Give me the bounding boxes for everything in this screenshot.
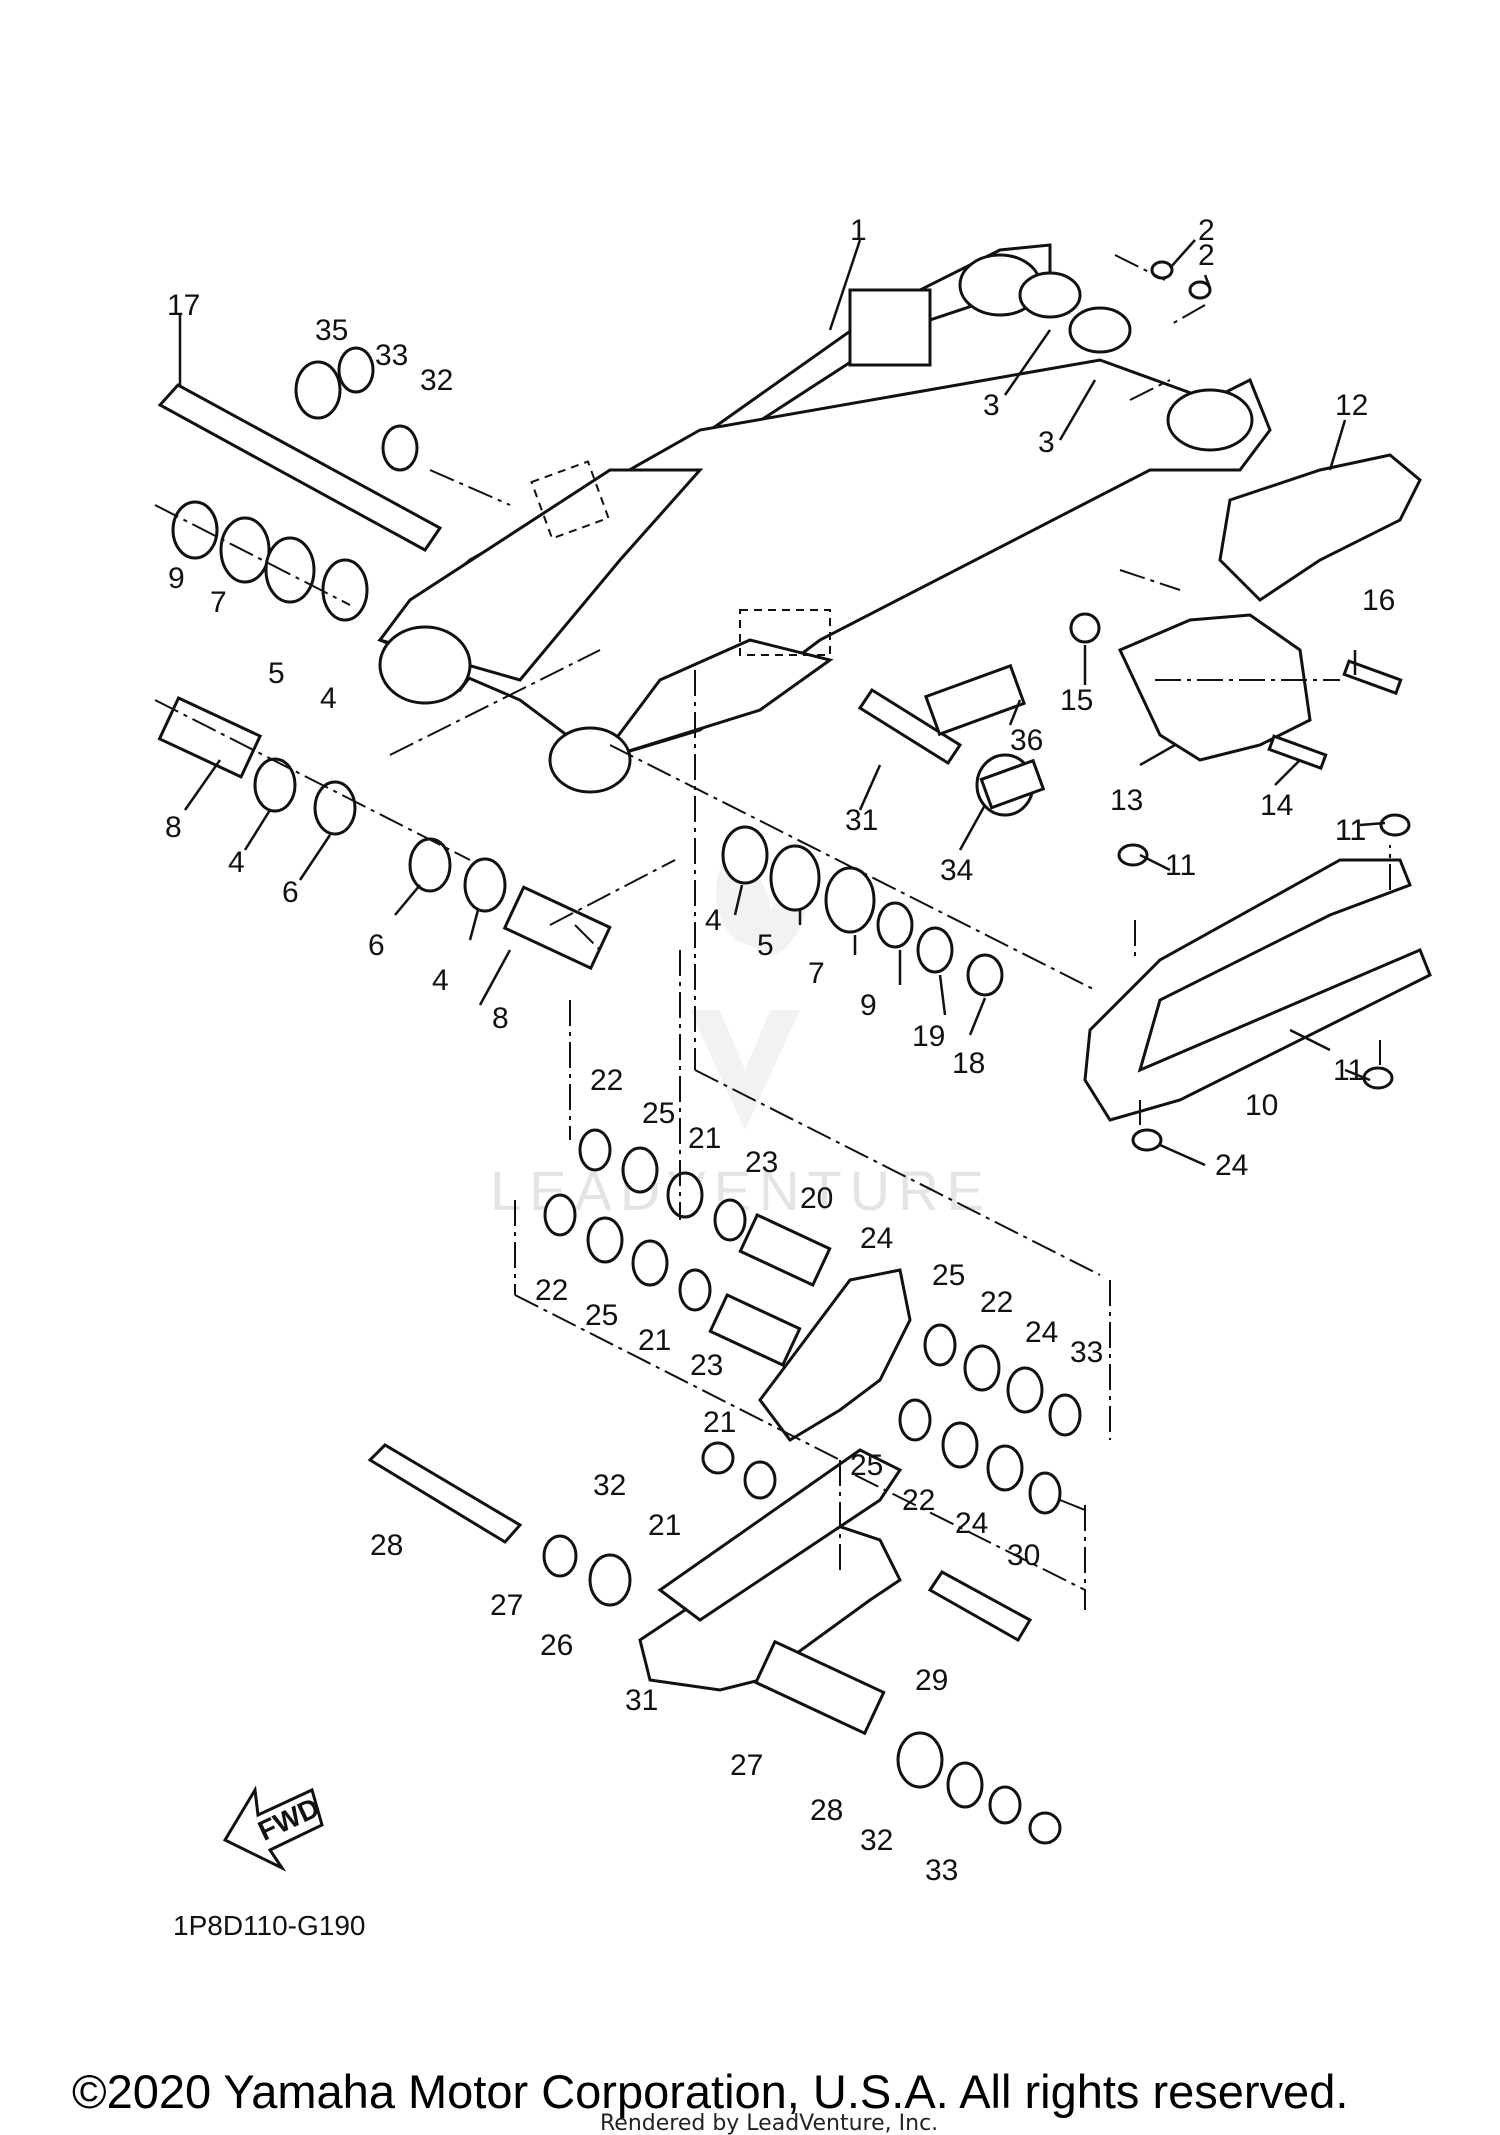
callout-number: 36 bbox=[1010, 724, 1043, 757]
fwd-arrow-icon: FWD bbox=[222, 1785, 324, 1872]
callout-number: 11 bbox=[1335, 814, 1366, 847]
callout-number: 24 bbox=[860, 1222, 893, 1255]
callout-number: 21 bbox=[648, 1509, 681, 1542]
relay-arm bbox=[758, 1268, 912, 1442]
rings bbox=[171, 346, 1101, 1845]
callout-number: 25 bbox=[585, 1299, 618, 1332]
collar-8-lower bbox=[502, 885, 612, 971]
callout-number: 5 bbox=[268, 657, 285, 690]
callout-number: 33 bbox=[1070, 1336, 1103, 1369]
callout-number: 22 bbox=[535, 1274, 568, 1307]
bolt-31-upper bbox=[857, 687, 963, 766]
callout-number: 10 bbox=[1245, 1089, 1278, 1122]
callout-number: 25 bbox=[932, 1259, 965, 1292]
callout-number: 26 bbox=[540, 1629, 573, 1662]
callout-number: 18 bbox=[952, 1047, 985, 1080]
callout-number: 19 bbox=[912, 1020, 945, 1053]
diagram-code: 1P8D110-G190 bbox=[173, 1910, 366, 1941]
callout-number: 3 bbox=[1038, 426, 1055, 459]
callout-number: 4 bbox=[320, 682, 337, 715]
callout-number: 2 bbox=[1198, 239, 1215, 272]
callout-number: 24 bbox=[1215, 1149, 1248, 1182]
callout-number: 22 bbox=[590, 1064, 623, 1097]
callout-number: 4 bbox=[228, 846, 245, 879]
callout-number: 23 bbox=[690, 1349, 723, 1382]
callout-number: 15 bbox=[1060, 684, 1093, 717]
chain-support bbox=[1218, 453, 1422, 602]
callout-number: 28 bbox=[370, 1529, 403, 1562]
callout-number: 11 bbox=[1165, 849, 1196, 882]
callout-number: 32 bbox=[420, 364, 453, 397]
callout-number: 21 bbox=[703, 1406, 736, 1439]
callout-number: 33 bbox=[925, 1854, 958, 1887]
callout-number: 9 bbox=[168, 562, 185, 595]
callout-number: 24 bbox=[1025, 1316, 1058, 1349]
callout-number: 21 bbox=[688, 1122, 721, 1155]
callout-number: 27 bbox=[490, 1589, 523, 1622]
callout-number: 17 bbox=[167, 289, 200, 322]
callout-number: 31 bbox=[845, 804, 878, 837]
reference-lines bbox=[154, 254, 1391, 1610]
callout-number: 8 bbox=[492, 1002, 509, 1035]
callout-number: 24 bbox=[955, 1507, 988, 1540]
swingarm bbox=[377, 243, 1272, 794]
callout-number: 27 bbox=[730, 1749, 763, 1782]
callout-number: 30 bbox=[1007, 1539, 1040, 1572]
callout-number: 6 bbox=[368, 929, 385, 962]
collar-29 bbox=[753, 1639, 886, 1736]
callout-number: 5 bbox=[757, 929, 774, 962]
callout-number: 13 bbox=[1110, 784, 1143, 817]
callout-number: 1 bbox=[850, 214, 867, 247]
callout-number: 35 bbox=[315, 314, 348, 347]
small-fasteners bbox=[923, 260, 1411, 1152]
callout-number: 7 bbox=[808, 957, 825, 990]
callout-number: 33 bbox=[375, 339, 408, 372]
callout-number: 29 bbox=[915, 1664, 948, 1697]
callout-number: 20 bbox=[800, 1182, 833, 1215]
copyright-notice: ©2020 Yamaha Motor Corporation, U.S.A. A… bbox=[72, 2065, 1348, 2118]
callout-number: 2 bbox=[1198, 214, 1215, 247]
callout-number: 11 bbox=[1335, 814, 1366, 847]
callout-number: 22 bbox=[902, 1484, 935, 1517]
chain-slider bbox=[1083, 858, 1432, 1122]
callout-number: 4 bbox=[705, 904, 722, 937]
bolt-31-lower bbox=[927, 1570, 1033, 1643]
callout-number: 7 bbox=[210, 586, 227, 619]
callout-number: 12 bbox=[1335, 389, 1368, 422]
callout-number: 32 bbox=[860, 1824, 893, 1857]
callout-number: 32 bbox=[593, 1469, 626, 1502]
callout-number: 11 bbox=[1333, 1054, 1364, 1087]
callout-number: 25 bbox=[642, 1097, 675, 1130]
callout-number: 21 bbox=[638, 1324, 671, 1357]
callout-number: 23 bbox=[745, 1146, 778, 1179]
collar-23-lower bbox=[708, 1292, 802, 1368]
chain-guide bbox=[1117, 613, 1312, 762]
callout-number: 22 bbox=[980, 1286, 1013, 1319]
callout-number: 25 bbox=[850, 1449, 883, 1482]
leader-lines bbox=[178, 239, 1386, 1167]
callout-number: 9 bbox=[860, 989, 877, 1022]
callout-number: 4 bbox=[432, 964, 449, 997]
callout-number: 16 bbox=[1362, 584, 1395, 617]
pivot-shaft bbox=[157, 383, 443, 552]
callout-number: 14 bbox=[1260, 789, 1293, 822]
collar-23-upper bbox=[738, 1212, 832, 1288]
callout-number: 28 bbox=[810, 1794, 843, 1827]
collar-8-upper bbox=[157, 696, 263, 779]
callout-number: 3 bbox=[983, 389, 1000, 422]
callout-number: 34 bbox=[940, 854, 973, 887]
rendered-by-credit: Rendered by LeadVenture, Inc. bbox=[600, 2111, 938, 2135]
bolt-30 bbox=[367, 1443, 523, 1544]
callout-number: 6 bbox=[282, 876, 299, 909]
callout-number: 31 bbox=[625, 1684, 658, 1717]
callout-number: 8 bbox=[165, 811, 182, 844]
